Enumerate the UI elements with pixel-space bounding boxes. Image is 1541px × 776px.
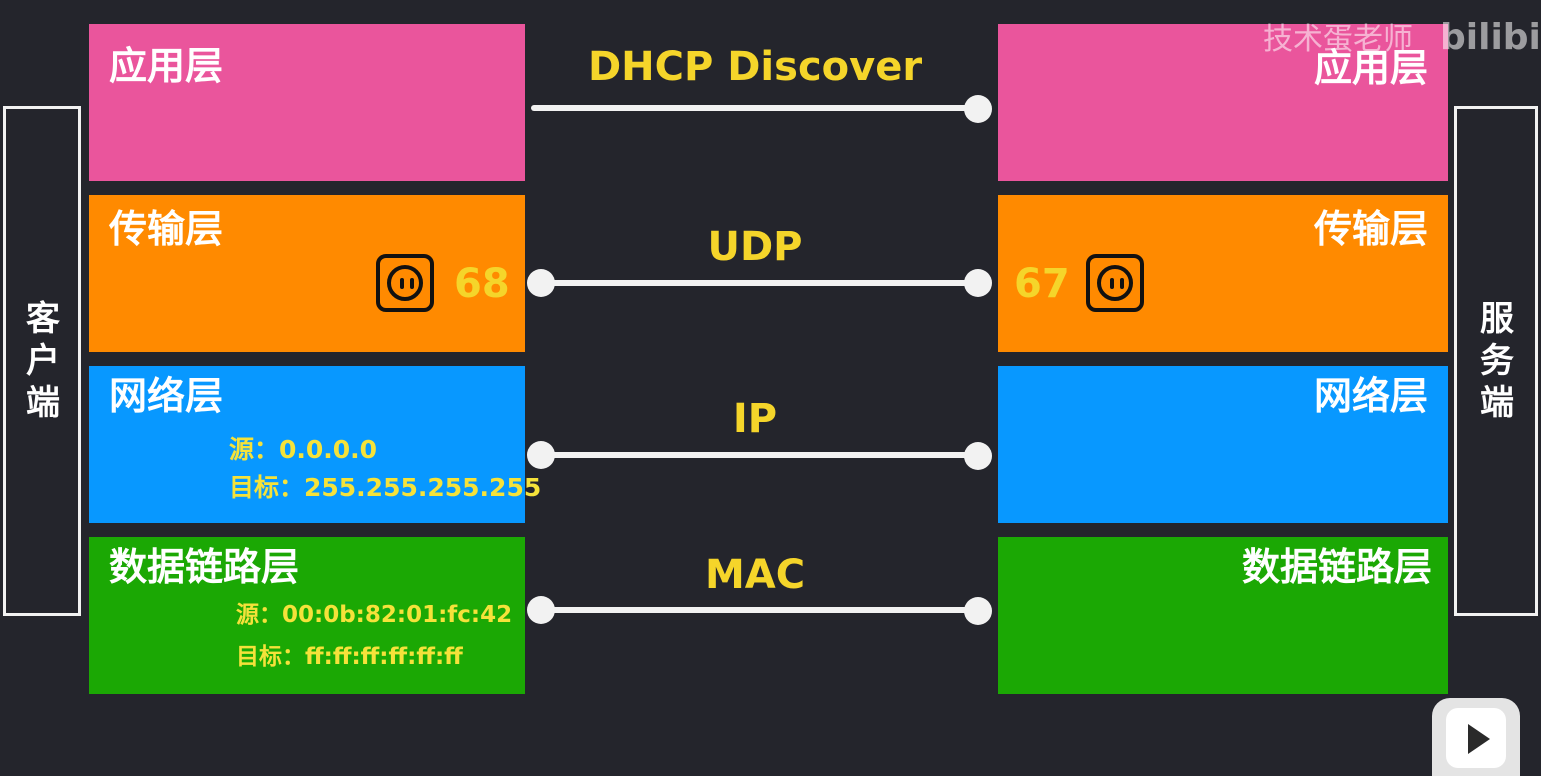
- client-label: 客 户 端: [26, 299, 60, 423]
- ip-link-start-dot: [527, 441, 555, 469]
- mac-link-end-dot: [964, 597, 992, 625]
- client-port: 68: [454, 261, 510, 307]
- client-application-layer: 应用层: [89, 24, 525, 181]
- server-side-box: [1454, 106, 1538, 616]
- client-ip-source: 源：0.0.0.0: [229, 435, 378, 464]
- server-label: 服 务 端: [1480, 299, 1514, 423]
- client-application-title: 应用层: [109, 44, 224, 88]
- ip-link-end-dot: [964, 442, 992, 470]
- protocol-label-mac: MAC: [704, 552, 806, 598]
- protocol-label-ip: IP: [732, 396, 778, 442]
- dhcp-link-end-dot: [964, 95, 992, 123]
- client-mac-destination: 目标：ff:ff:ff:ff:ff:ff: [236, 644, 463, 670]
- bilibili-tv-icon[interactable]: [1432, 698, 1520, 776]
- mac-link-start-dot: [527, 596, 555, 624]
- server-application-layer: 应用层: [998, 24, 1448, 181]
- author-watermark: 技术蛋老师: [1263, 22, 1413, 57]
- server-port: 67: [1014, 261, 1070, 307]
- server-application-title: 应用层: [1313, 46, 1428, 90]
- client-datalink-title: 数据链路层: [109, 545, 300, 589]
- server-network-layer: 网络层: [998, 366, 1448, 523]
- client-mac-source: 源：00:0b:82:01:fc:42: [236, 602, 513, 628]
- client-network-layer: 网络层 源：0.0.0.0 目标：255.255.255.255: [89, 366, 541, 523]
- client-transport-title: 传输层: [109, 207, 224, 251]
- client-datalink-layer: 数据链路层 源：00:0b:82:01:fc:42 目标：ff:ff:ff:ff…: [89, 537, 525, 694]
- client-ip-destination: 目标：255.255.255.255: [229, 473, 542, 502]
- client-network-title: 网络层: [109, 374, 224, 418]
- protocol-label-udp: UDP: [707, 224, 803, 270]
- protocol-label-dhcp: DHCP Discover: [587, 44, 923, 90]
- socket-icon: [376, 254, 434, 312]
- brand-watermark: bilibili: [1440, 20, 1541, 56]
- udp-link-start-dot: [527, 269, 555, 297]
- server-network-title: 网络层: [1313, 374, 1428, 418]
- server-datalink-layer: 数据链路层: [998, 537, 1448, 694]
- udp-link-end-dot: [964, 269, 992, 297]
- socket-icon: [1086, 254, 1144, 312]
- server-transport-layer: 传输层 67: [998, 195, 1448, 352]
- client-side-box: [3, 106, 81, 616]
- server-transport-title: 传输层: [1313, 207, 1428, 251]
- server-datalink-title: 数据链路层: [1241, 545, 1432, 589]
- client-transport-layer: 传输层 68: [89, 195, 525, 352]
